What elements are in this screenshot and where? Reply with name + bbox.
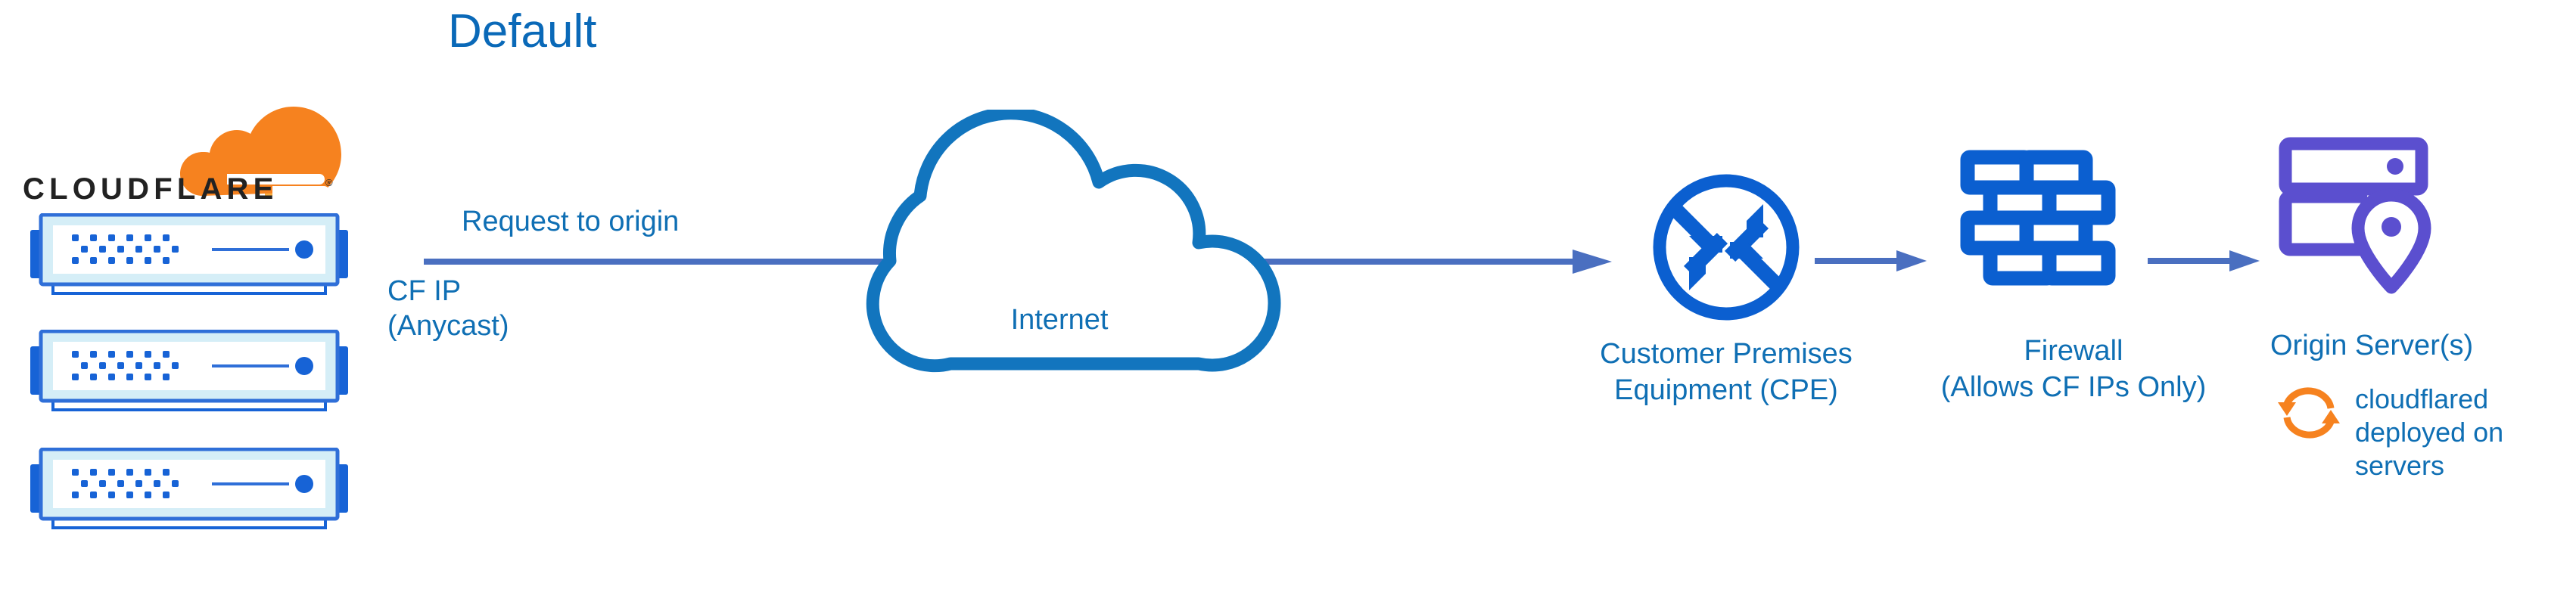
cloudflare-wordmark-text: CLOUDFLARE: [23, 172, 278, 206]
page-title: Default: [448, 5, 597, 57]
cloudflared-note-line-1: cloudflared: [2355, 383, 2489, 414]
cpe-label: Customer Premises Equipment (CPE): [1559, 336, 1893, 408]
request-to-origin-label: Request to origin: [462, 206, 680, 237]
internet-label: Internet: [1010, 304, 1109, 336]
cf-ip-line-2: (Anycast): [387, 310, 509, 342]
cf-ip-anycast-label: CF IP (Anycast): [387, 274, 509, 343]
cpe-label-line-1: Customer Premises: [1600, 338, 1853, 370]
router-four-arrows-icon: [1650, 171, 1803, 324]
cloudflare-edge-server: [30, 212, 348, 295]
brick-wall-icon: [1958, 148, 2117, 305]
cloudflare-cloud-logo-icon: [23, 98, 348, 204]
firewall-label-line-1: Firewall: [2024, 335, 2123, 367]
firewall-label-line-2: (Allows CF IPs Only): [1940, 371, 2207, 403]
cloudflare-wordmark: CLOUDFLARE ®: [23, 172, 341, 206]
cloudflared-note-line-3: servers: [2355, 450, 2445, 481]
arrow-firewall-to-origin: [2148, 247, 2260, 275]
origin-server-label: Origin Server(s): [2270, 330, 2474, 361]
firewall-label: Firewall (Allows CF IPs Only): [1892, 333, 2255, 405]
registered-mark: ®: [325, 177, 333, 188]
cf-ip-line-1: CF IP: [387, 275, 462, 307]
cpe-label-line-2: Equipment (CPE): [1614, 374, 1838, 406]
sync-arrows-icon: [2276, 383, 2341, 443]
cloudflare-edge-server: [30, 329, 348, 411]
cloudflare-edge-server: [30, 447, 348, 529]
arrow-cpe-to-firewall: [1815, 247, 1927, 275]
cloud-outline-icon: [817, 107, 1302, 378]
server-with-location-pin-icon: [2278, 136, 2444, 295]
cloudflared-note-line-2: deployed on: [2355, 417, 2504, 448]
cloudflared-note: cloudflared deployed on servers: [2355, 383, 2537, 482]
